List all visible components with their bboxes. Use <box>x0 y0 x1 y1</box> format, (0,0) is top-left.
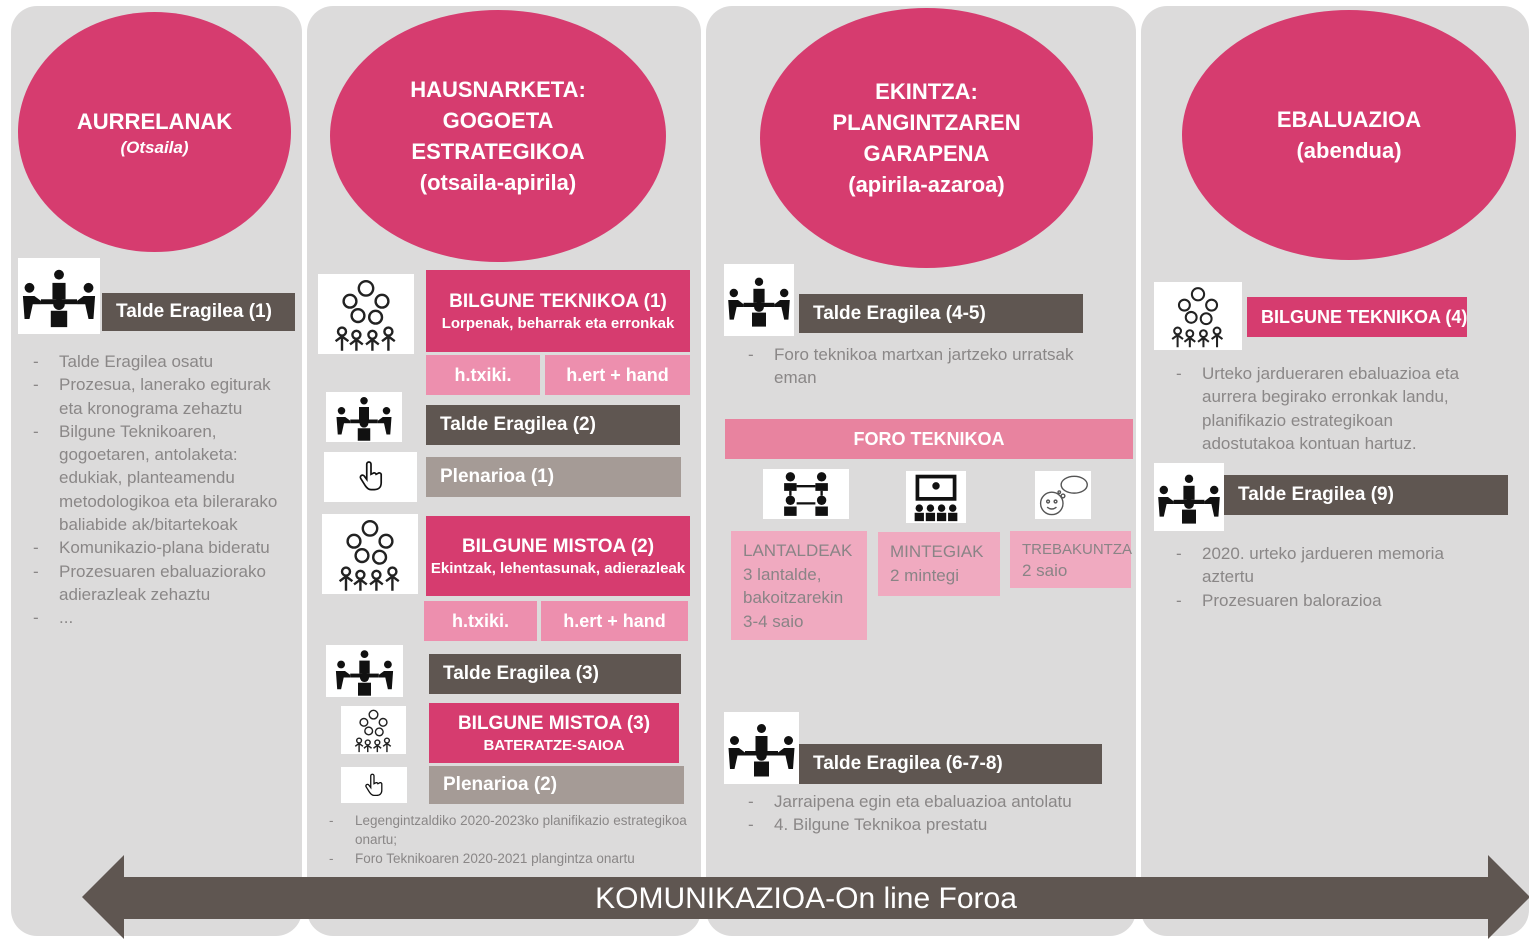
bilgune-mistoa-3: BILGUNE MISTOA (3) BATERATZE-SAIOA <box>429 703 679 763</box>
phase-title: HAUSNARKETA: GOGOETA ESTRATEGIKOA <box>410 77 586 164</box>
talde-eragilea-1-bar: Talde Eragilea (1) <box>102 293 295 331</box>
meeting-group-icon <box>724 264 794 336</box>
box-title: MINTEGIAK <box>890 542 984 561</box>
talde-eragilea-6-7-8-bar: Talde Eragilea (6-7-8) <box>799 744 1102 784</box>
box-desc: 2 saio <box>1022 561 1068 580</box>
talde-eragilea-2-bar: Talde Eragilea (2) <box>426 405 680 445</box>
talde-eragilea-3-bar: Talde Eragilea (3) <box>429 654 681 694</box>
list-item: Bilgune Teknikoaren, gogoetaren, antolak… <box>33 420 288 536</box>
list-item: Prozesua, lanerako egiturak eta kronogra… <box>33 373 288 420</box>
meeting-group-icon <box>1154 463 1224 531</box>
bilgune-title: BILGUNE MISTOA (2) <box>461 535 655 557</box>
chip-htxiki-2: h.txiki. <box>424 601 537 641</box>
box-title: LANTALDEAK <box>743 541 853 560</box>
communication-arrow <box>82 855 1529 939</box>
chip-htxiki-1: h.txiki. <box>426 355 540 395</box>
list-item: ... <box>33 606 288 630</box>
list-item: Legengintzaldiko 2020-2023ko planifikazi… <box>329 811 689 849</box>
talde-eragilea-9-bar: Talde Eragilea (9) <box>1224 475 1508 515</box>
gears-team-icon <box>322 514 418 594</box>
gears-team-icon <box>318 274 414 354</box>
gears-team-icon <box>1154 282 1242 350</box>
box-title: TREBAKUNTZA <box>1022 541 1133 558</box>
phase-period: (abendua) <box>1296 138 1402 163</box>
ebaluazioa-list-2: 2020. urteko jardueren memoria aztertu P… <box>1176 542 1496 612</box>
plenarioa-1-bar: Plenarioa (1) <box>426 457 681 497</box>
bilgune-desc: Lorpenak, beharrak eta erronkak <box>441 314 675 332</box>
phase-ebaluazioa: EBALUAZIOA (abendua) <box>1182 10 1516 260</box>
meeting-group-icon <box>724 712 799 784</box>
bilgune-title: BILGUNE TEKNIKOA (1) <box>449 290 667 312</box>
ekintza-list-2: Jarraipena egin eta ebaluazioa antolatu … <box>748 790 1128 837</box>
hand-pointer-icon <box>341 767 407 803</box>
aurrelanak-list: Talde Eragilea osatu Prozesua, lanerako … <box>33 350 288 630</box>
plenarioa-2-bar: Plenarioa (2) <box>429 766 684 804</box>
bilgune-mistoa-2: BILGUNE MISTOA (2) Ekintzak, lehentasuna… <box>426 516 690 596</box>
phase-ekintza: EKINTZA: PLANGINTZAREN GARAPENA (apirila… <box>760 8 1093 268</box>
bilgune-desc: BATERATZE-SAIOA <box>483 736 625 754</box>
bilgune-desc: Ekintzak, lehentasunak, adierazleak <box>430 559 686 577</box>
hand-pointer-icon <box>324 452 417 502</box>
list-item: Foro teknikoa martxan jartzeko urratsak … <box>748 343 1088 390</box>
network-people-icon <box>763 469 849 519</box>
box-desc: 3 lantalde, bakoitzarekin 3-4 saio <box>743 564 844 631</box>
trebakuntza-box: TREBAKUNTZA 2 saio <box>1010 531 1133 588</box>
phase-hausnarketa: HAUSNARKETA: GOGOETA ESTRATEGIKOA (otsai… <box>330 10 666 262</box>
bilgune-title: BILGUNE MISTOA (3) <box>457 712 651 734</box>
hausnarketa-notes: Legengintzaldiko 2020-2023ko planifikazi… <box>329 811 689 868</box>
bilgune-teknikoa-1: BILGUNE TEKNIKOA (1) Lorpenak, beharrak … <box>426 270 690 352</box>
presentation-icon <box>906 471 966 523</box>
arrow-label: KOMUNIKAZIOA-On line Foroa <box>595 882 1017 915</box>
list-item: Prozesuaren balorazioa <box>1176 589 1496 613</box>
phase-subtitle: (Otsaila) <box>120 137 189 157</box>
meeting-group-icon <box>326 392 402 442</box>
ekintza-list-1: Foro teknikoa martxan jartzeko urratsak … <box>748 343 1088 390</box>
list-item: 4. Bilgune Teknikoa prestatu <box>748 813 1128 837</box>
list-item: 2020. urteko jardueren memoria aztertu <box>1176 542 1496 589</box>
phase-title: AURRELANAK <box>76 108 233 134</box>
chip-hert-hand-2: h.ert + hand <box>541 601 688 641</box>
lantaldeak-box: LANTALDEAK 3 lantalde, bakoitzarekin 3-4… <box>731 531 867 640</box>
meeting-group-icon <box>326 645 403 697</box>
phase-aurrelanak: AURRELANAK (Otsaila) <box>18 12 291 252</box>
list-item: Prozesuaren ebaluaziorako adierazleak ze… <box>33 560 288 607</box>
thinking-head-icon <box>1035 471 1091 519</box>
list-item: Foro Teknikoaren 2020-2021 plangintza on… <box>329 849 689 868</box>
phase-period: (apirila-azaroa) <box>848 172 1005 197</box>
phase-period: (otsaila-apirila) <box>419 170 577 195</box>
gears-team-icon <box>341 706 406 754</box>
talde-eragilea-4-5-bar: Talde Eragilea (4-5) <box>799 294 1083 333</box>
phase-title: EBALUAZIOA <box>1276 107 1422 132</box>
phase-title: EKINTZA: PLANGINTZAREN GARAPENA <box>832 79 1021 166</box>
meeting-group-icon <box>18 258 100 334</box>
foro-teknikoa-header: FORO TEKNIKOA <box>725 419 1133 459</box>
chip-hert-hand-1: h.ert + hand <box>545 355 690 395</box>
mintegiak-box: MINTEGIAK 2 mintegi <box>878 532 1000 596</box>
list-item: Urteko jardueraren ebaluazioa eta aurrer… <box>1176 362 1476 455</box>
box-desc: 2 mintegi <box>890 565 959 585</box>
list-item: Talde Eragilea osatu <box>33 350 288 374</box>
list-item: Komunikazio-plana bideratu <box>33 536 288 560</box>
bilgune-teknikoa-4-bar: BILGUNE TEKNIKOA (4) <box>1247 297 1467 337</box>
ebaluazioa-list-1: Urteko jardueraren ebaluazioa eta aurrer… <box>1176 362 1476 455</box>
list-item: Jarraipena egin eta ebaluazioa antolatu <box>748 790 1128 814</box>
